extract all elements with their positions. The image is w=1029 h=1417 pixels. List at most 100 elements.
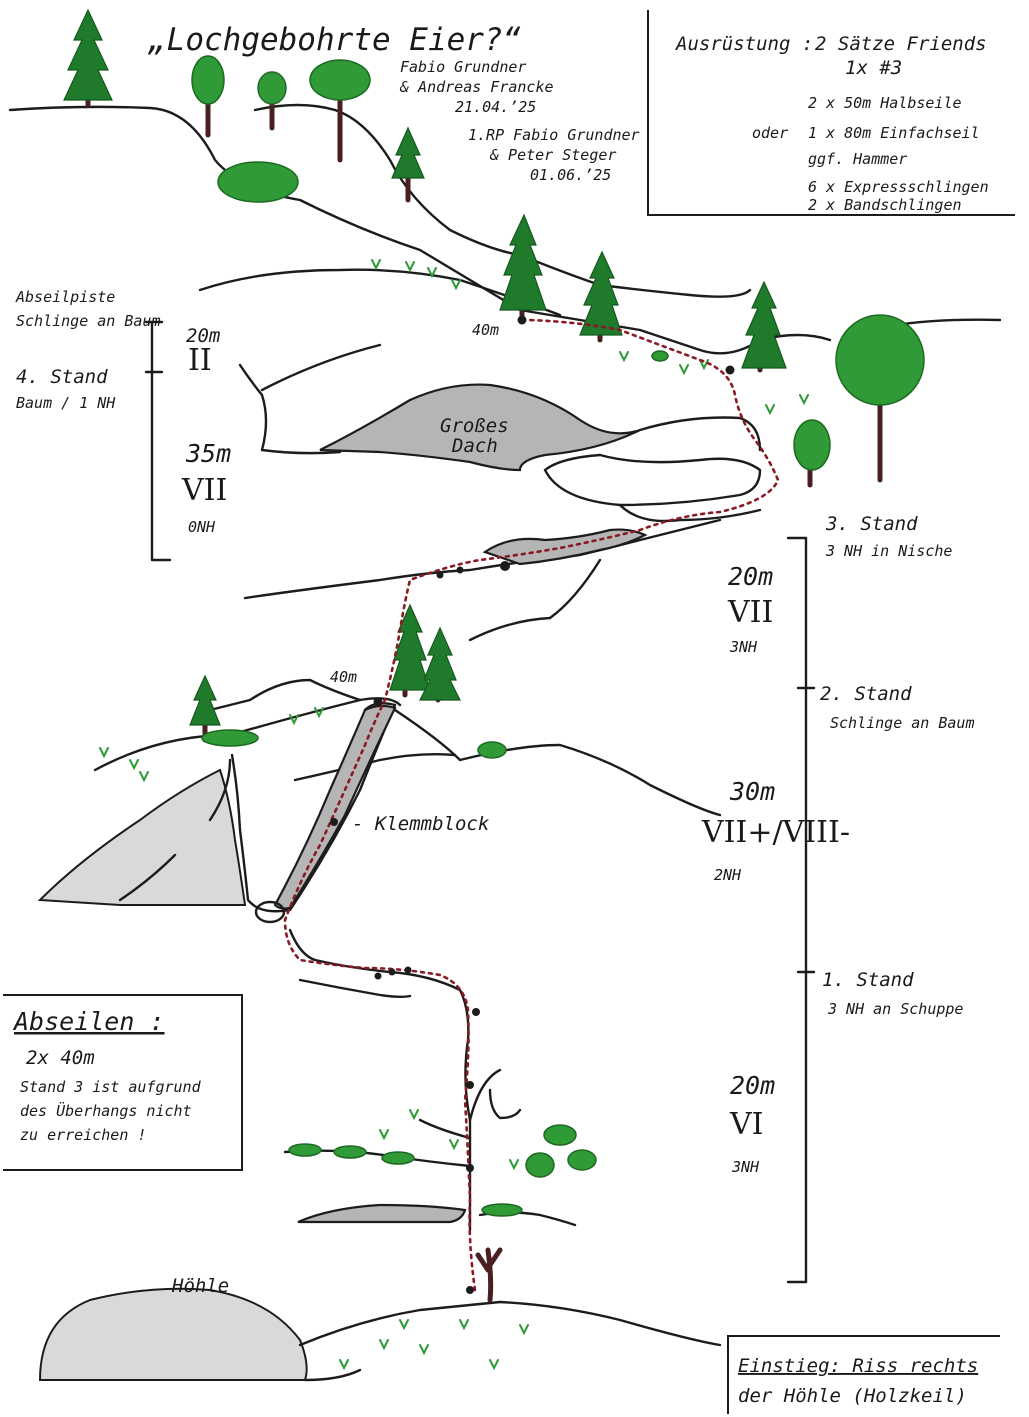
pine-tree xyxy=(389,603,431,698)
fa-date: 21.04.’25 xyxy=(455,98,536,116)
pitch4-length: 35m xyxy=(185,439,231,468)
upper-pitch-bracket: Abseilpiste Schlinge an Baum 4. Stand Ba… xyxy=(15,288,231,562)
gear-hammer: ggf. Hammer xyxy=(808,150,907,168)
deciduous-tree xyxy=(309,59,371,163)
chimney-crack xyxy=(273,704,397,910)
bush xyxy=(481,1203,523,1217)
fa-names: Fabio Grundner xyxy=(400,58,526,76)
low-flake xyxy=(297,1203,467,1224)
bolt xyxy=(472,1008,480,1016)
vegetation xyxy=(63,8,925,1371)
dead-tree xyxy=(475,1247,503,1303)
rappel-upper-length: 40m xyxy=(472,321,499,339)
left-slab xyxy=(37,768,247,907)
bush xyxy=(333,1145,367,1159)
anchor-point xyxy=(373,697,383,707)
rappel-note-box: Abseilen : 2x 40m Stand 3 ist aufgrund d… xyxy=(3,994,243,1171)
bush xyxy=(381,1151,415,1165)
stand4-detail: Baum / 1 NH xyxy=(16,394,116,412)
pine-tree xyxy=(391,126,425,203)
bush xyxy=(567,1149,597,1171)
pine-tree xyxy=(419,626,461,703)
cave xyxy=(38,1287,308,1381)
wooden-wedge xyxy=(466,1286,474,1294)
rp-names-2: & Peter Steger xyxy=(489,146,616,164)
deciduous-tree xyxy=(191,55,225,138)
bolt xyxy=(456,566,464,574)
stand3-detail: 3 NH in Nische xyxy=(825,542,952,560)
gear-heading: Ausrüstung : xyxy=(675,33,813,55)
bush xyxy=(651,350,669,362)
stand1-label: 1. Stand xyxy=(822,969,914,991)
start-line2: der Höhle (Holzkeil) xyxy=(738,1385,967,1407)
stand2-detail: Schlinge an Baum xyxy=(830,714,975,732)
rp-date: 01.06.’25 xyxy=(530,166,611,184)
pitch1-length: 20m xyxy=(730,1071,775,1100)
pitch5-length: 20m xyxy=(186,325,220,347)
rappel-line3: des Überhangs nicht xyxy=(20,1101,192,1120)
anchor-point xyxy=(404,966,412,974)
pitch2-grade: VII+/VIII- xyxy=(701,815,850,850)
pitch5-grade: II xyxy=(188,343,212,378)
top-anchor-label: Abseilpiste xyxy=(15,288,115,306)
gear-friends-extra: 1x #3 xyxy=(845,57,902,79)
gear-rope-or: oder xyxy=(752,124,788,142)
anchor-point xyxy=(500,561,510,571)
pine-tree xyxy=(741,280,787,373)
rappel-line4: zu erreichen ! xyxy=(20,1126,146,1144)
pitch1-grade: VI xyxy=(729,1107,764,1142)
bush xyxy=(543,1124,577,1146)
start-note-box: Einstieg: Riss rechts der Höhle (Holzkei… xyxy=(727,1335,1000,1414)
deciduous-tree xyxy=(793,419,831,488)
stand3-label: 3. Stand xyxy=(825,513,918,535)
gear-rope-single: 1 x 80m Einfachseil xyxy=(808,124,980,142)
roof-label: Großes xyxy=(440,415,509,437)
bolt xyxy=(330,818,338,826)
anchor-point xyxy=(517,315,527,325)
pine-tree xyxy=(189,674,221,743)
pitch4-grade: VII xyxy=(181,473,227,508)
bush xyxy=(477,741,507,759)
bolt xyxy=(725,365,735,375)
gear-rope-half: 2 x 50m Halbseile xyxy=(808,94,962,112)
stand4-label: 4. Stand xyxy=(16,366,108,388)
pitch2-length: 30m xyxy=(729,777,775,806)
bush xyxy=(525,1152,555,1178)
bolt xyxy=(466,1164,474,1172)
rappel-line1: 2x 40m xyxy=(26,1047,95,1069)
pine-tree xyxy=(579,250,623,343)
stand1-detail: 3 NH an Schuppe xyxy=(827,1000,963,1018)
pine-tree xyxy=(63,8,113,108)
gear-quickdraws: 6 x Expressschlingen xyxy=(808,178,989,196)
rp-names: 1.RP Fabio Grundner xyxy=(468,126,640,144)
topo-title: „Lochgebohrte Eier?“ xyxy=(147,22,521,58)
rappel-line2: Stand 3 ist aufgrund xyxy=(20,1078,202,1096)
grass xyxy=(99,259,809,1371)
pitch1-bolts: 3NH xyxy=(731,1158,760,1176)
bolt xyxy=(436,571,444,579)
lower-pitch-bracket: 3. Stand 3 NH in Nische 20m VII 3NH 2. S… xyxy=(701,513,975,1284)
bush xyxy=(288,1143,322,1157)
cave-label: Höhle xyxy=(171,1275,229,1297)
gear-slings: 2 x Bandschlingen xyxy=(808,196,962,214)
bush xyxy=(201,729,259,747)
bush xyxy=(217,161,299,203)
rappel-heading: Abseilen : xyxy=(12,1007,165,1036)
gear-friends: 2 Sätze Friends xyxy=(815,33,987,55)
pitch3-length: 20m xyxy=(728,562,773,591)
pitch3-bolts: 3NH xyxy=(729,638,758,656)
bolt xyxy=(466,1081,474,1089)
great-roof xyxy=(319,383,641,472)
start-line1: Einstieg: Riss rechts xyxy=(738,1355,978,1377)
route-line xyxy=(283,318,780,1292)
bolts xyxy=(330,315,735,1294)
top-anchor-detail: Schlinge an Baum xyxy=(16,312,161,330)
fa-names-2: & Andreas Francke xyxy=(399,78,554,96)
rappel-lower-length: 40m xyxy=(330,668,357,686)
anchor-point xyxy=(388,968,396,976)
deciduous-tree xyxy=(257,71,287,131)
deciduous-tree xyxy=(835,314,925,483)
pothole xyxy=(254,900,286,924)
gear-box: Ausrüstung : 2 Sätze Friends 1x #3 2 x 5… xyxy=(647,10,1015,216)
